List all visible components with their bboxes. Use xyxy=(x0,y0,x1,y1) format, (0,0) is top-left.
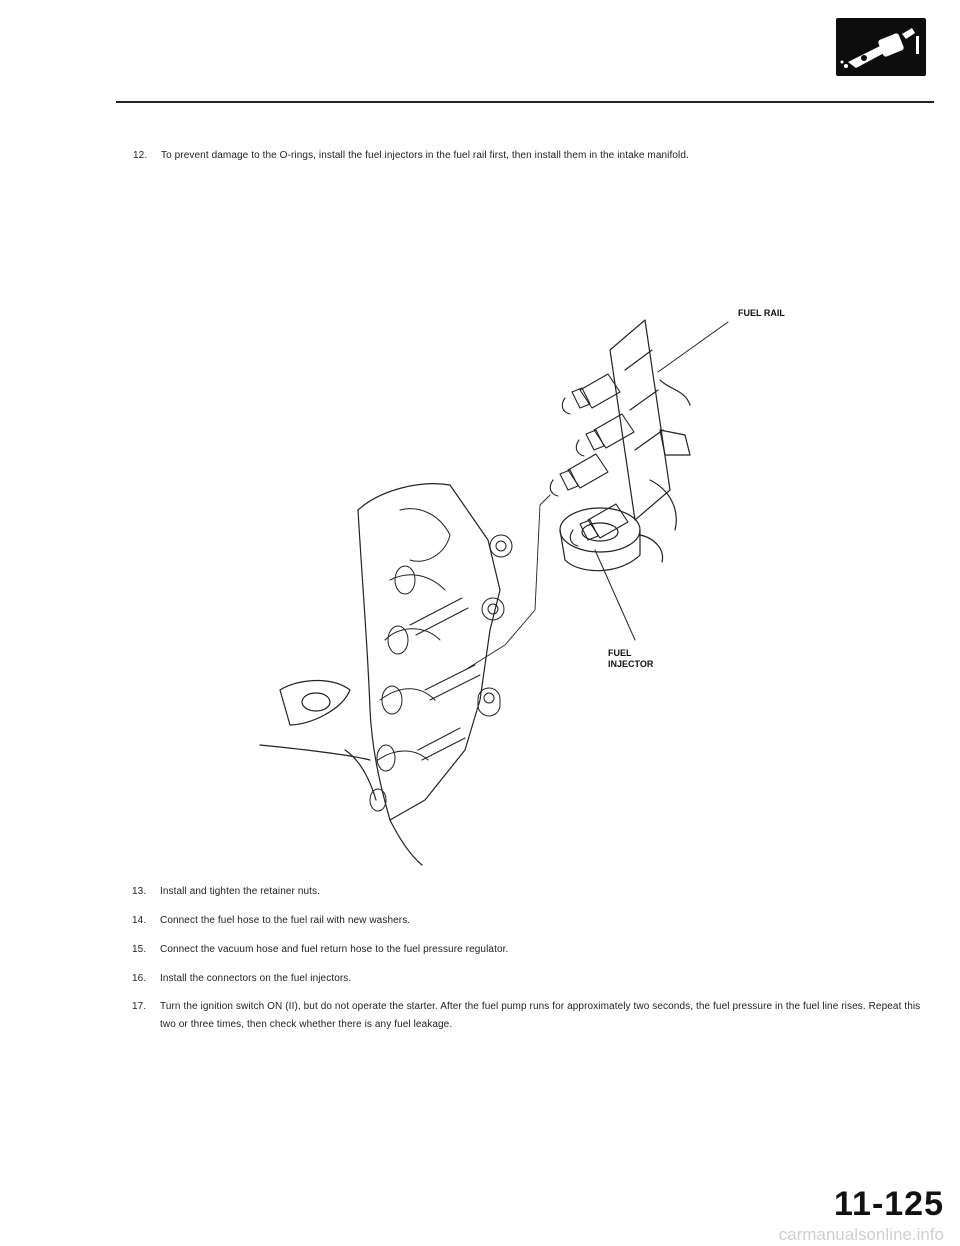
page-number: 11-125 xyxy=(834,1185,944,1223)
header-rule xyxy=(116,101,934,103)
step-text: To prevent damage to the O-rings, instal… xyxy=(161,150,689,161)
step-number: 15. xyxy=(132,944,147,955)
step-17: 17. Turn the ignition switch ON (II), but… xyxy=(132,998,932,1034)
fuel-injector-diagram: FUEL RAIL FUEL INJECTOR xyxy=(250,280,810,870)
fuel-rail-label: FUEL RAIL xyxy=(738,308,785,318)
fuel-injector-label-line1: FUEL xyxy=(608,648,632,658)
step-number: 17. xyxy=(132,1001,147,1012)
watermark: carmanualsonline.info xyxy=(778,1225,944,1244)
step-12: 12. To prevent damage to the O-rings, ins… xyxy=(133,147,689,165)
fuel-injector-label: FUEL INJECTOR xyxy=(608,648,653,670)
step-number: 13. xyxy=(132,886,147,897)
step-text: Turn the ignition switch ON (II), but do… xyxy=(160,1001,921,1030)
fuel-injector-label-line2: INJECTOR xyxy=(608,659,654,669)
step-text: Connect the fuel hose to the fuel rail w… xyxy=(160,915,411,926)
section-fuel-injector-icon xyxy=(836,18,926,76)
step-15: 15. Connect the vacuum hose and fuel retu… xyxy=(132,941,508,959)
step-text: Install the connectors on the fuel injec… xyxy=(160,973,352,984)
step-14: 14. Connect the fuel hose to the fuel rai… xyxy=(132,912,410,930)
step-number: 14. xyxy=(132,915,147,926)
step-text: Install and tighten the retainer nuts. xyxy=(160,886,321,897)
step-number: 16. xyxy=(132,973,147,984)
step-number: 12. xyxy=(133,150,148,161)
step-16: 16. Install the connectors on the fuel in… xyxy=(132,970,351,988)
step-text: Connect the vacuum hose and fuel return … xyxy=(160,944,509,955)
step-13: 13. Install and tighten the retainer nuts… xyxy=(132,883,320,901)
